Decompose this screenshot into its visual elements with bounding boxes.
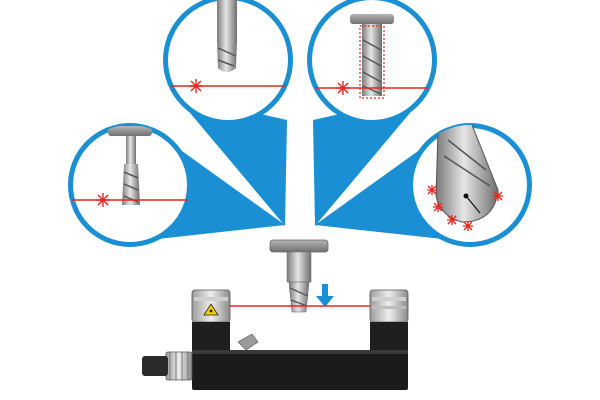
end-mill-flutes — [288, 281, 310, 313]
callout-wedge-top-right — [313, 95, 425, 226]
end-mill-shank — [126, 136, 136, 164]
laser-burst-icon — [336, 81, 350, 95]
end-mill-body — [362, 24, 382, 96]
cable — [142, 356, 168, 376]
laser-burst-icon — [189, 79, 203, 93]
laser-burst-icon — [96, 193, 110, 207]
spindle-holder — [350, 14, 394, 24]
laser-burst-icon — [427, 185, 503, 231]
magnifier-left — [68, 123, 192, 247]
tool-profile-outline — [359, 25, 385, 99]
spindle-holder — [269, 239, 329, 253]
receiver-tower — [370, 322, 408, 352]
end-mill-shank — [286, 251, 312, 283]
spindle-tool-center — [269, 239, 329, 313]
end-mill-flutes — [217, 40, 237, 72]
magnifier-top-left — [163, 0, 293, 125]
down-arrow-icon — [316, 284, 334, 307]
magnifier-top-right — [307, 0, 437, 125]
laser-warning-icon — [203, 303, 219, 316]
air-nozzle — [237, 333, 259, 351]
end-mill-flutes — [122, 164, 140, 205]
callout-wedge-top-left — [175, 95, 287, 226]
emitter-tower — [192, 322, 230, 352]
magnifier-right — [408, 123, 532, 247]
base-bar — [192, 350, 408, 390]
spindle-holder — [108, 126, 152, 136]
end-mill-shank — [217, 0, 237, 40]
laser-tool-setter-unit — [142, 289, 409, 390]
